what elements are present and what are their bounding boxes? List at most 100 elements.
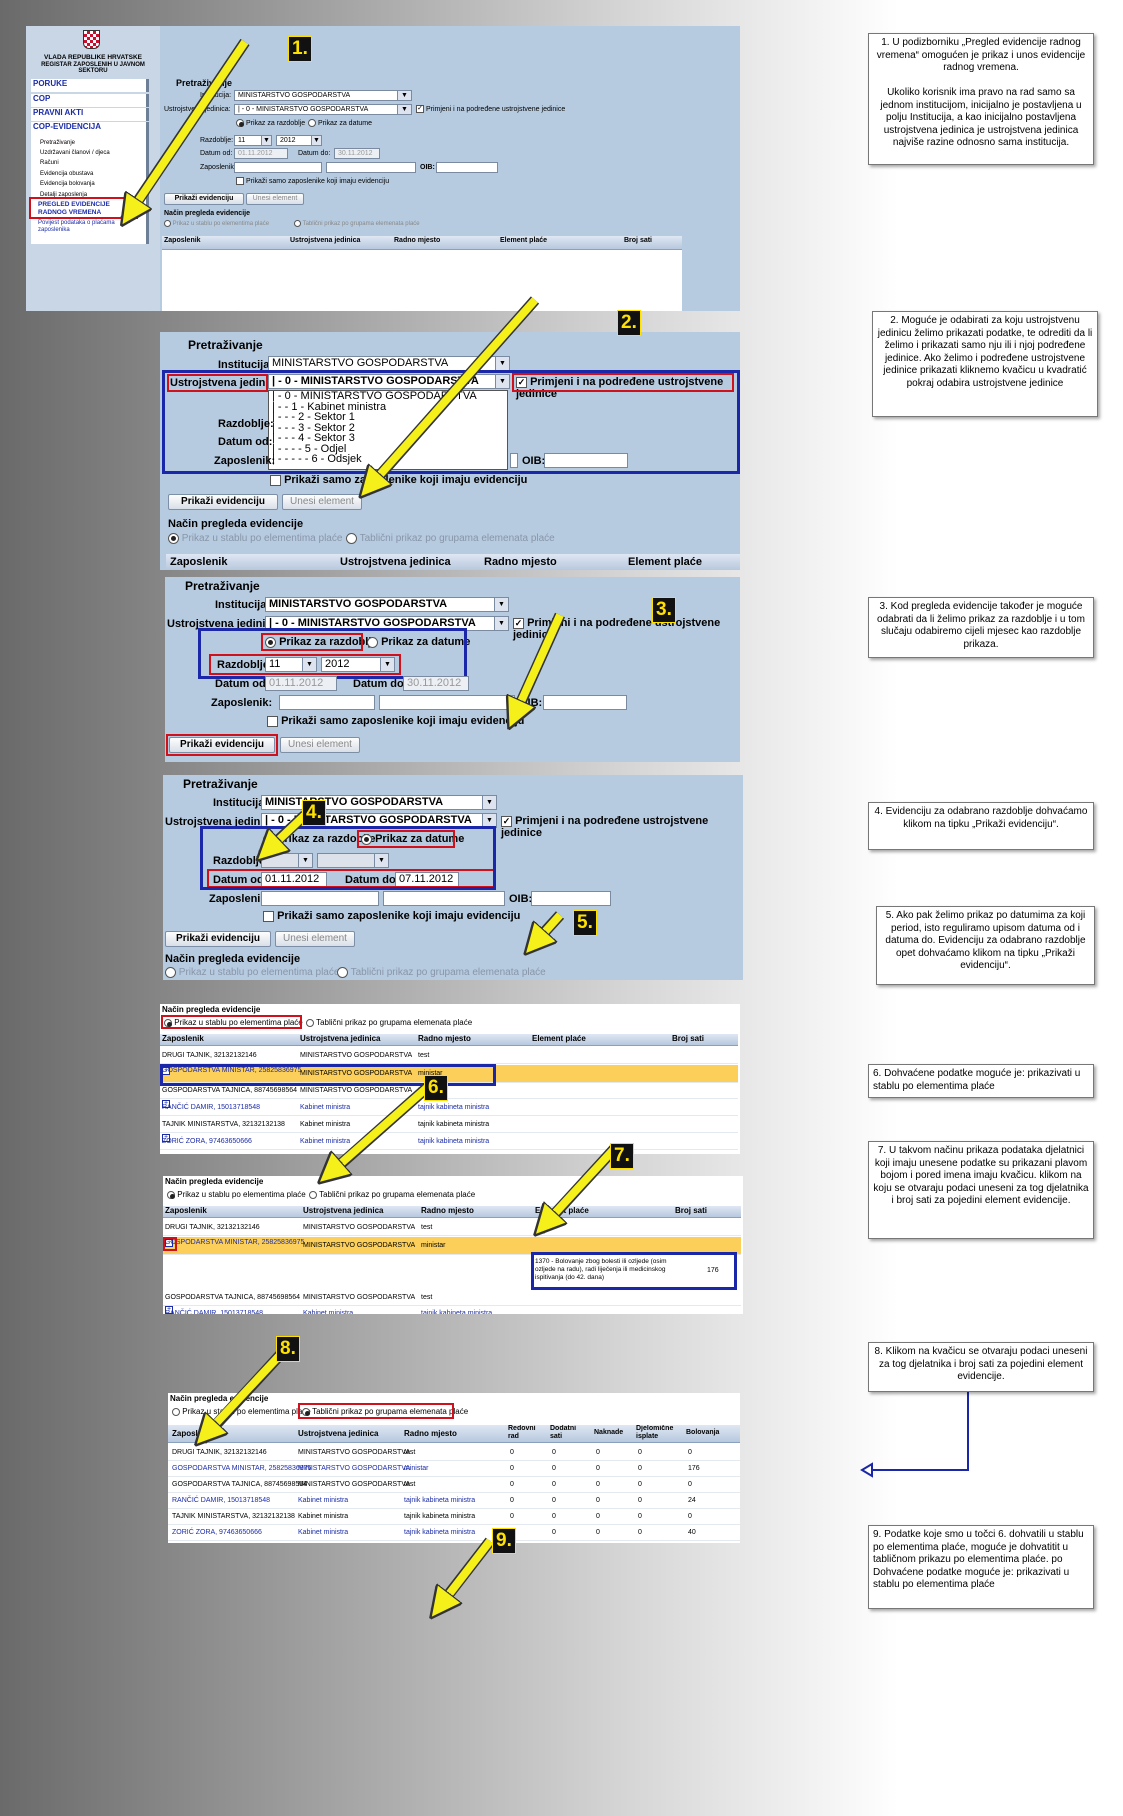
radio-tree-view[interactable]: Prikaz u stablu po elementima plaće bbox=[168, 533, 342, 544]
step-badge-3: 3. bbox=[652, 597, 676, 623]
radio-tree-view[interactable]: Prikaz u stablu po elementima plaće bbox=[164, 220, 269, 227]
unit-select[interactable]: | - 0 - MINISTARSTVO GOSPODARSTVA▼ bbox=[268, 374, 510, 389]
menu-cop[interactable]: COP bbox=[31, 94, 149, 107]
enter-element-button[interactable]: Unesi element bbox=[282, 494, 362, 510]
radio-period[interactable]: Prikaz za razdoblje bbox=[236, 119, 305, 127]
radio-tree-view[interactable]: Prikaz u stablu po elementima plaće bbox=[164, 1018, 303, 1027]
from-input[interactable]: 01.11.2012 bbox=[234, 148, 288, 159]
employee-input-2[interactable] bbox=[510, 453, 518, 468]
enter-element-button[interactable]: Unesi element bbox=[280, 737, 360, 753]
month-select[interactable]: 11▼ bbox=[234, 135, 272, 146]
year-select[interactable]: ▼ bbox=[317, 853, 389, 868]
expand-icon[interactable]: + bbox=[162, 1100, 170, 1108]
radio-dates[interactable]: Prikaz za datume bbox=[308, 119, 372, 127]
to-input[interactable]: 30.11.2012 bbox=[403, 676, 469, 691]
cell: 0 bbox=[510, 1497, 514, 1504]
show-records-button[interactable]: Prikaži evidenciju bbox=[169, 737, 275, 753]
submenu-pregled-evidencije[interactable]: PREGLED EVIDENCIJE RADNOG VREMENA bbox=[38, 201, 110, 216]
oib-input[interactable] bbox=[543, 695, 627, 710]
institution-select[interactable]: MINISTARSTVO GOSPODARSTVA▼ bbox=[234, 90, 412, 101]
radio-table-view[interactable]: Tablični prikaz po grupama elemenata pla… bbox=[346, 533, 555, 544]
institution-select[interactable]: MINISTARSTVO GOSPODARSTVA▼ bbox=[265, 597, 509, 612]
radio-table-view[interactable]: Tablični prikaz po grupama elemenata pla… bbox=[302, 1407, 468, 1416]
enter-element-button[interactable]: Unesi element bbox=[246, 193, 304, 205]
collapse-icon[interactable]: − bbox=[165, 1239, 173, 1247]
dd-option-5[interactable]: | - - - - 5 - Odjel bbox=[272, 442, 347, 455]
only-with-records-checkbox[interactable]: Prikaži samo zaposlenike koji imaju evid… bbox=[267, 715, 524, 727]
submenu-uzdrzavani[interactable]: Uzdržavani članovi / djeca bbox=[40, 150, 110, 156]
show-records-button[interactable]: Prikaži evidenciju bbox=[165, 931, 271, 947]
employee-input-2[interactable] bbox=[326, 162, 416, 173]
radio-table-view[interactable]: Tablični prikaz po grupama elemenata pla… bbox=[337, 967, 546, 978]
only-with-records-checkbox[interactable]: Prikaži samo zaposlenike koji imaju evid… bbox=[263, 910, 520, 922]
unit-select[interactable]: | - 0 - MINISTARSTVO GOSPODARSTVA▼ bbox=[265, 616, 509, 631]
submenu-bolovanja[interactable]: Evidencija bolovanja bbox=[40, 181, 95, 187]
menu-cop-evidencija-title[interactable]: COP-EVIDENCIJA bbox=[33, 122, 102, 131]
dd-option-2[interactable]: | - - - 2 - Sektor 1 bbox=[272, 411, 355, 423]
radio-dates[interactable]: Prikaz za datume bbox=[361, 833, 464, 845]
only-with-records-checkbox[interactable]: Prikaži samo zaposlenike koji imaju evid… bbox=[270, 474, 527, 486]
submenu-obustave[interactable]: Evidencija obustava bbox=[40, 171, 94, 177]
expand-icon[interactable]: + bbox=[165, 1306, 173, 1314]
unit-select[interactable]: | - 0 - MINISTARSTVO GOSPODARSTVA▼ bbox=[234, 104, 412, 115]
dd-option-0[interactable]: | - 0 - MINISTARSTVO GOSPODARSTVA bbox=[272, 390, 477, 402]
grid-header: Zaposlenik Ustrojstvena jedinica Radno m… bbox=[166, 554, 740, 570]
dd-option-4[interactable]: | - - - 4 - Sektor 3 bbox=[272, 432, 355, 444]
employee-input[interactable] bbox=[234, 162, 322, 173]
dd-option-1[interactable]: | - - 1 - Kabinet ministra bbox=[272, 400, 387, 413]
radio-dates[interactable]: Prikaz za datume bbox=[367, 636, 470, 648]
period-label: Razdoblje: bbox=[218, 418, 274, 430]
to-input[interactable]: 30.11.2012 bbox=[334, 148, 380, 159]
submenu-racuni[interactable]: Računi bbox=[40, 160, 59, 166]
year-select[interactable]: 2012▼ bbox=[276, 135, 322, 146]
menu-pravni-akti[interactable]: PRAVNI AKTI bbox=[31, 108, 149, 121]
month-select[interactable]: 11▼ bbox=[265, 657, 317, 672]
submenu-detalji[interactable]: Detalji zaposlenja bbox=[40, 192, 88, 198]
radio-period[interactable]: Prikaz za razdoblje bbox=[265, 636, 378, 648]
radio-table-view[interactable]: Tablični prikaz po grupama elemenata pla… bbox=[306, 1018, 472, 1027]
submenu-povijest[interactable]: Povijest podataka o plaćama zaposlenika bbox=[38, 220, 115, 233]
only-with-records-checkbox[interactable]: Prikaži samo zaposlenike koji imaju evid… bbox=[236, 177, 389, 185]
oib-input[interactable] bbox=[436, 162, 498, 173]
submenu-pretrazivanje[interactable]: Pretraživanje bbox=[40, 140, 76, 146]
employee-input[interactable] bbox=[261, 891, 379, 906]
oib-input[interactable] bbox=[531, 891, 611, 906]
radio-table-view[interactable]: Tablični prikaz po grupama elemenata pla… bbox=[309, 1190, 475, 1199]
employee-input-2[interactable] bbox=[383, 891, 505, 906]
radio-tree-view[interactable]: Prikaz u stablu po elementima plaće bbox=[167, 1190, 306, 1199]
dd-option-6[interactable]: | - - - - - 6 - Odsjek bbox=[272, 453, 362, 465]
unit-dropdown-list[interactable]: | - 0 - MINISTARSTVO GOSPODARSTVA | - - … bbox=[268, 390, 508, 470]
apply-subunits-checkbox[interactable]: ✓ Primjeni i na podređene ustrojstvene j… bbox=[501, 815, 709, 839]
from-input[interactable]: 01.11.2012 bbox=[265, 676, 337, 691]
show-records-button[interactable]: Prikaži evidenciju bbox=[168, 494, 278, 510]
expand-icon[interactable]: + bbox=[162, 1134, 170, 1142]
radio-table-view[interactable]: Tablični prikaz po grupama elemenata pla… bbox=[294, 220, 420, 227]
employee-input[interactable] bbox=[279, 695, 375, 710]
menu-poruke[interactable]: PORUKE bbox=[31, 79, 149, 92]
to-input[interactable]: 07.11.2012 bbox=[395, 872, 459, 887]
dd-option-3[interactable]: | - - - 3 - Sektor 2 bbox=[272, 421, 355, 434]
radio-tree-view[interactable]: Prikaz u stablu po elementima plaće bbox=[172, 1407, 311, 1416]
radio-tree-view[interactable]: Prikaz u stablu po elementima plaće bbox=[165, 967, 339, 978]
show-records-button[interactable]: Prikaži evidenciju bbox=[164, 193, 244, 205]
apply-subunits-checkbox[interactable]: ✓ Primjeni i na podređene ustrojstvene j… bbox=[416, 105, 566, 113]
col-radno-mjesto: Radno mjesto bbox=[404, 1429, 457, 1438]
enter-element-button[interactable]: Unesi element bbox=[275, 931, 355, 947]
oib-input[interactable] bbox=[544, 453, 628, 468]
year-select[interactable]: 2012▼ bbox=[321, 657, 395, 672]
col-djelomicne: Djelomične isplate bbox=[636, 1425, 674, 1440]
